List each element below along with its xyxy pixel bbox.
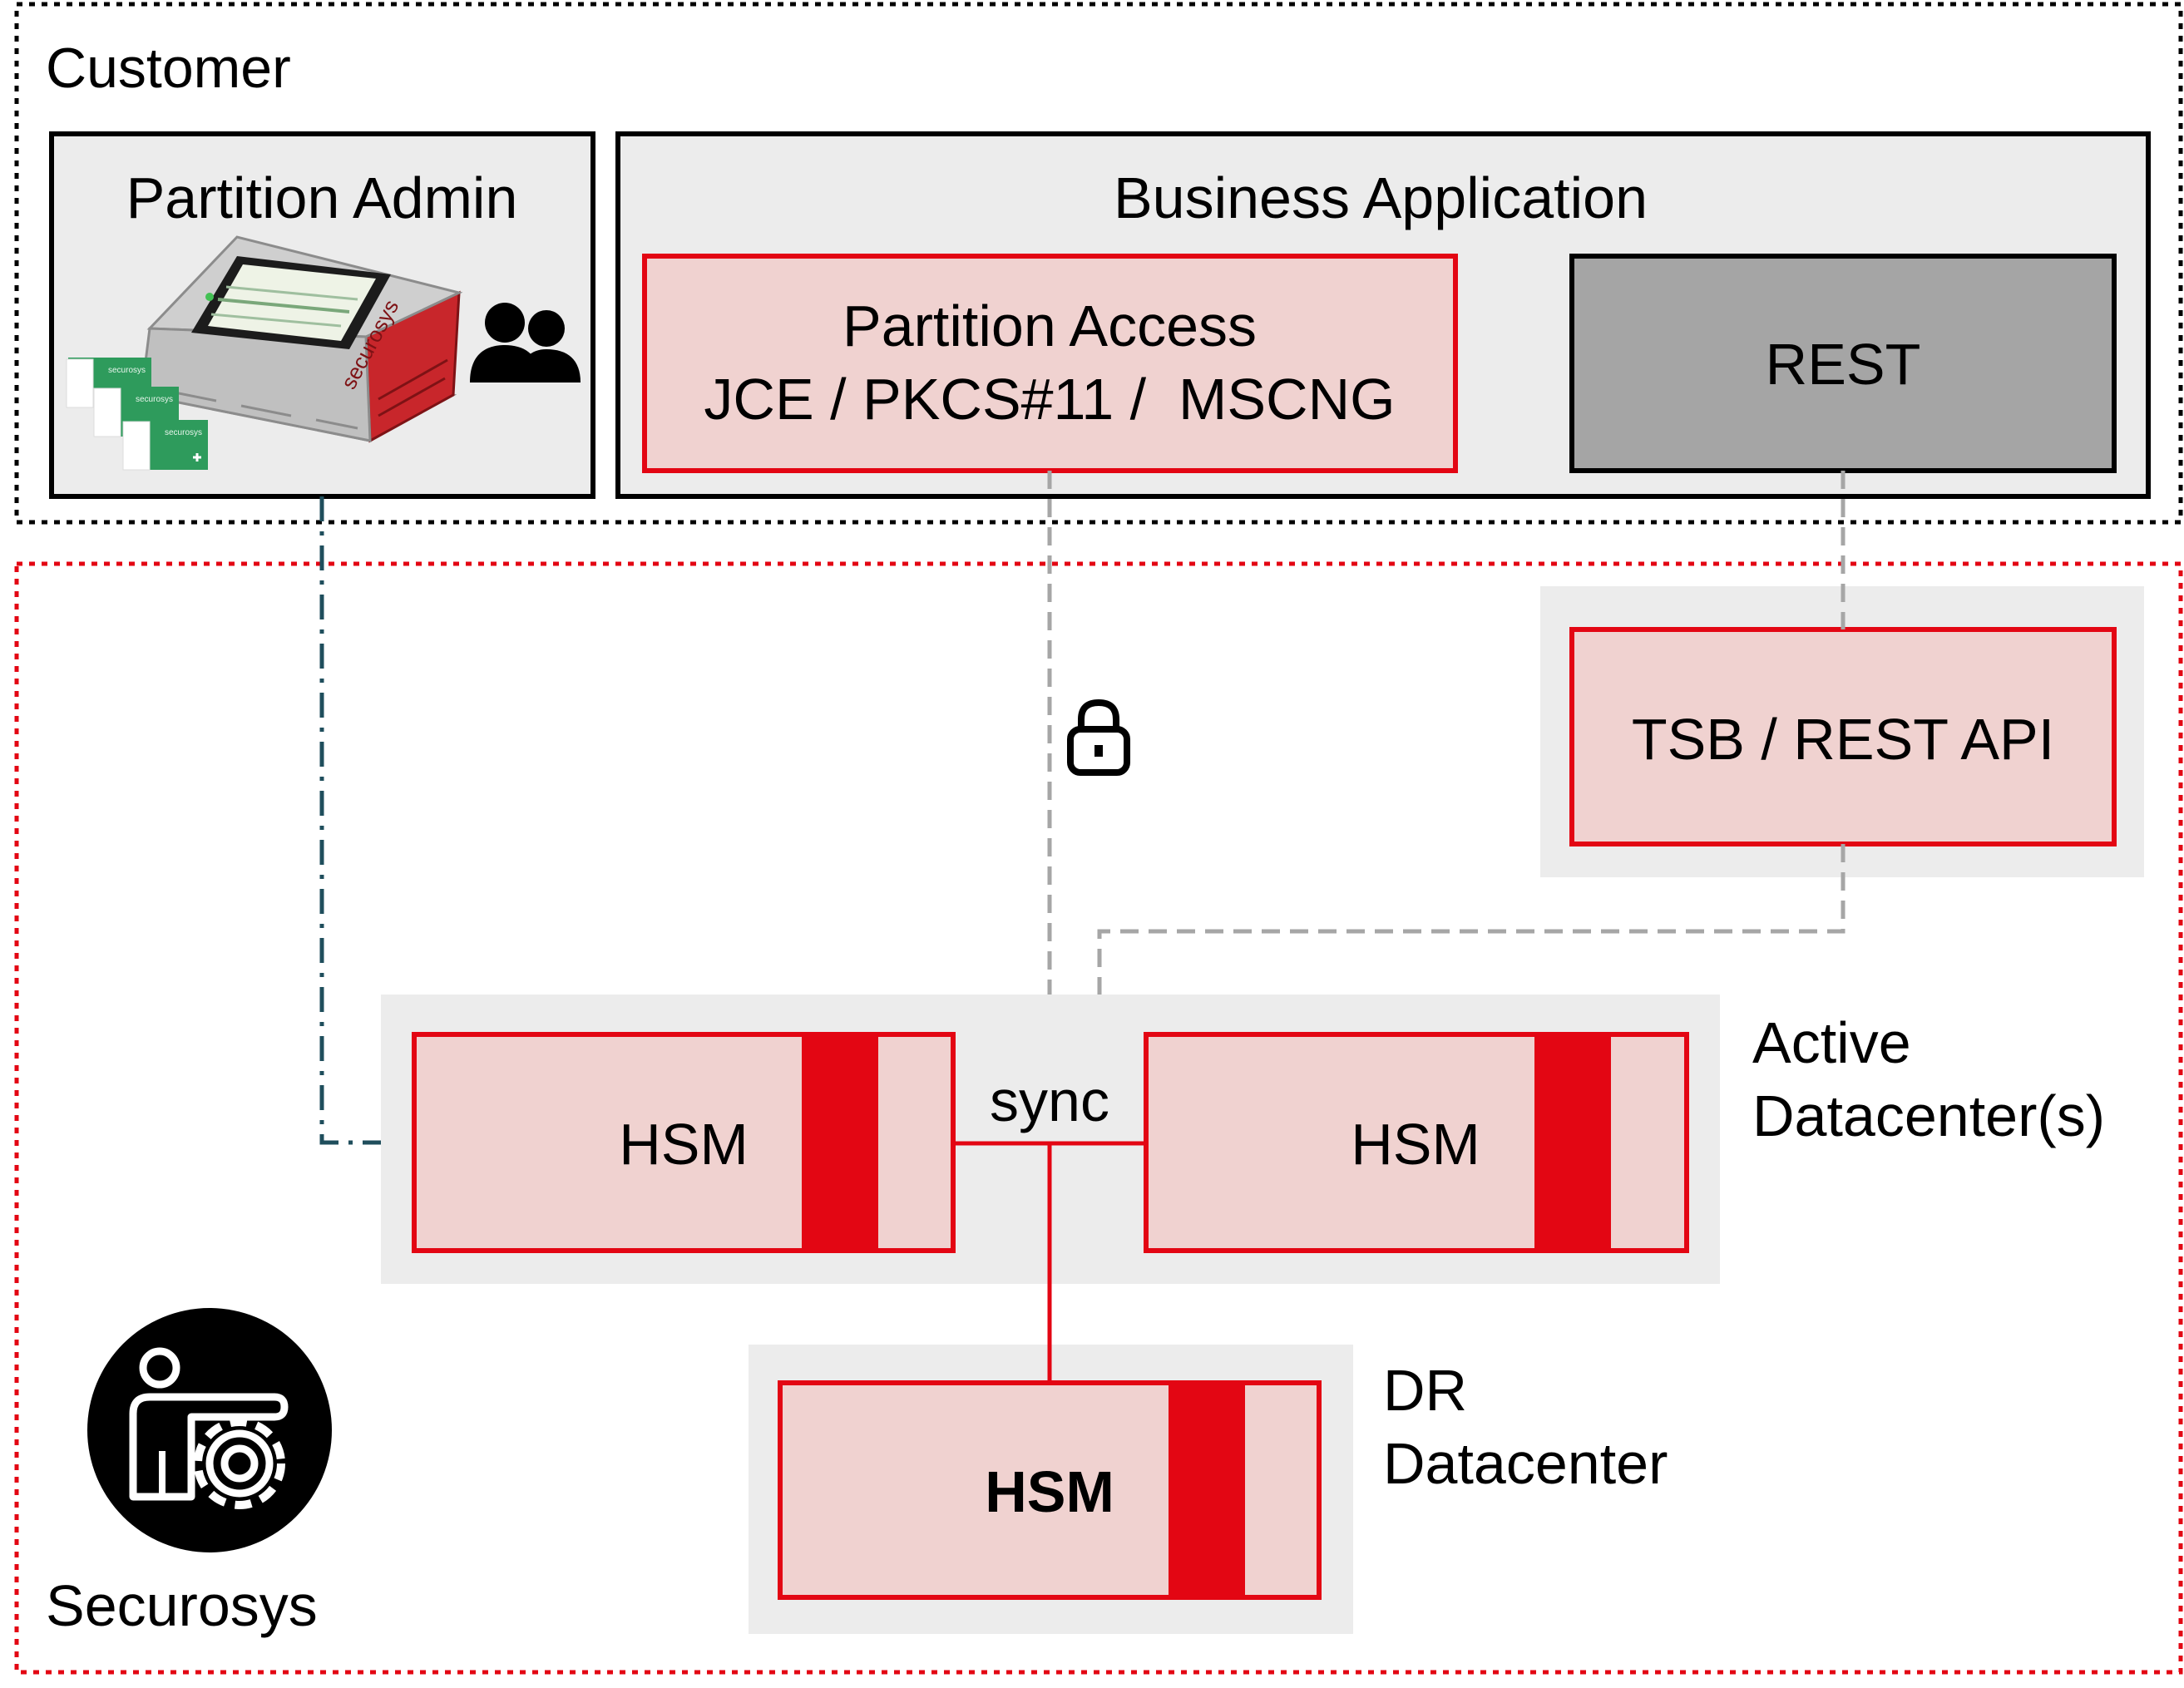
person-gear-icon [87,1308,332,1552]
active-datacenter-line1: Active [1752,1010,1911,1075]
customer-boundary [14,2,2183,525]
hsm-red-band [802,1034,878,1251]
people-icon [470,303,581,383]
hsm-left-label: HSM [619,1112,749,1177]
partition-access-line1: Partition Access [842,294,1257,358]
card-brand-2: securosys [136,395,173,404]
partition-access-line2: JCE / PKCS#11 / MSCNG [704,367,1395,432]
partition-admin-title: Partition Admin [126,165,518,230]
smartcard-3: securosys [122,420,208,471]
partition-admin-box: Partition Admin [49,131,595,499]
hsm-active-left: HSM [412,1032,956,1253]
hsm-dr: HSM [778,1380,1322,1600]
sync-label: sync [990,1069,1109,1133]
tsb-panel: TSB / REST API [1540,586,2144,877]
hsm-red-band [1169,1383,1245,1597]
lock-icon [1067,698,1130,776]
active-datacenter-line2: Datacenter(s) [1752,1083,2105,1148]
hsm-right-label: HSM [1351,1112,1480,1177]
hsm-active-right: HSM [1144,1032,1689,1253]
business-application-box: Business Application Partition Access JC… [615,131,2151,499]
gear-icon [194,1418,285,1509]
partition-access-box: Partition Access JCE / PKCS#11 / MSCNG [642,254,1458,473]
dr-datacenter-line1: DR [1383,1358,1467,1423]
admin-to-hsm-connector [319,496,381,1145]
dr-datacenter-line2: Datacenter [1383,1431,1668,1496]
tsb-box [1569,627,2117,846]
securosys-title: Securosys [46,1573,318,1638]
connectors [319,471,1846,1383]
hsm-device-icon: securosys [137,235,463,443]
dr-datacenter-panel: HSM [749,1345,1353,1634]
customer-zone: Customer Partition Admin [14,2,2183,525]
business-application-title: Business Application [1114,165,1648,230]
customer-title: Customer [46,37,291,100]
hsm-red-band [1534,1034,1611,1251]
card-brand-3: securosys [165,428,202,437]
smartcard-icon: securosys securosys securosys [66,358,208,471]
rest-label: REST [1766,332,1921,397]
tsb-to-hsm-connector [1097,844,1846,995]
hsm-dr-label: HSM [985,1459,1114,1524]
rest-box: REST [1569,254,2117,473]
tsb-label: TSB / REST API [1632,707,2054,772]
securosys-boundary [14,561,2183,1675]
card-brand-1: securosys [108,366,146,375]
